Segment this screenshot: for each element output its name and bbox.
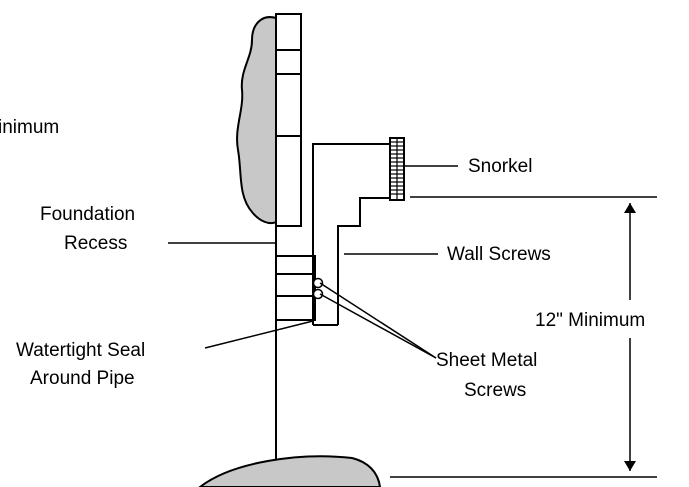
sheet-metal-screw-2	[312, 288, 324, 300]
ground-mound	[198, 455, 382, 487]
sheet-metal-screws-label-line2: Screws	[464, 380, 526, 401]
twelve-inch-minimum-label: 12" Minimum	[535, 310, 645, 331]
snorkel-grille	[389, 137, 405, 201]
foundation-recess-label-line1: Foundation	[40, 204, 135, 225]
leader-lines	[168, 165, 458, 359]
soil-section	[236, 16, 277, 225]
foundation-wall	[275, 13, 302, 227]
sheet-metal-screws-label-line1: Sheet Metal	[436, 350, 537, 371]
snorkel-body	[312, 143, 390, 326]
watertight-seal-label-line1: Watertight Seal	[16, 340, 145, 361]
dimension-12-inch	[390, 196, 657, 478]
wall-screws-label: Wall Screws	[447, 244, 551, 265]
foundation-recess-label-line2: Recess	[64, 233, 127, 254]
clipped-minimum-label: inimum	[0, 117, 59, 138]
recess-blocks	[275, 255, 316, 321]
watertight-seal-label-line2: Around Pipe	[30, 368, 135, 389]
snorkel-label: Snorkel	[468, 156, 532, 177]
sheet-metal-screw-1	[312, 277, 324, 289]
